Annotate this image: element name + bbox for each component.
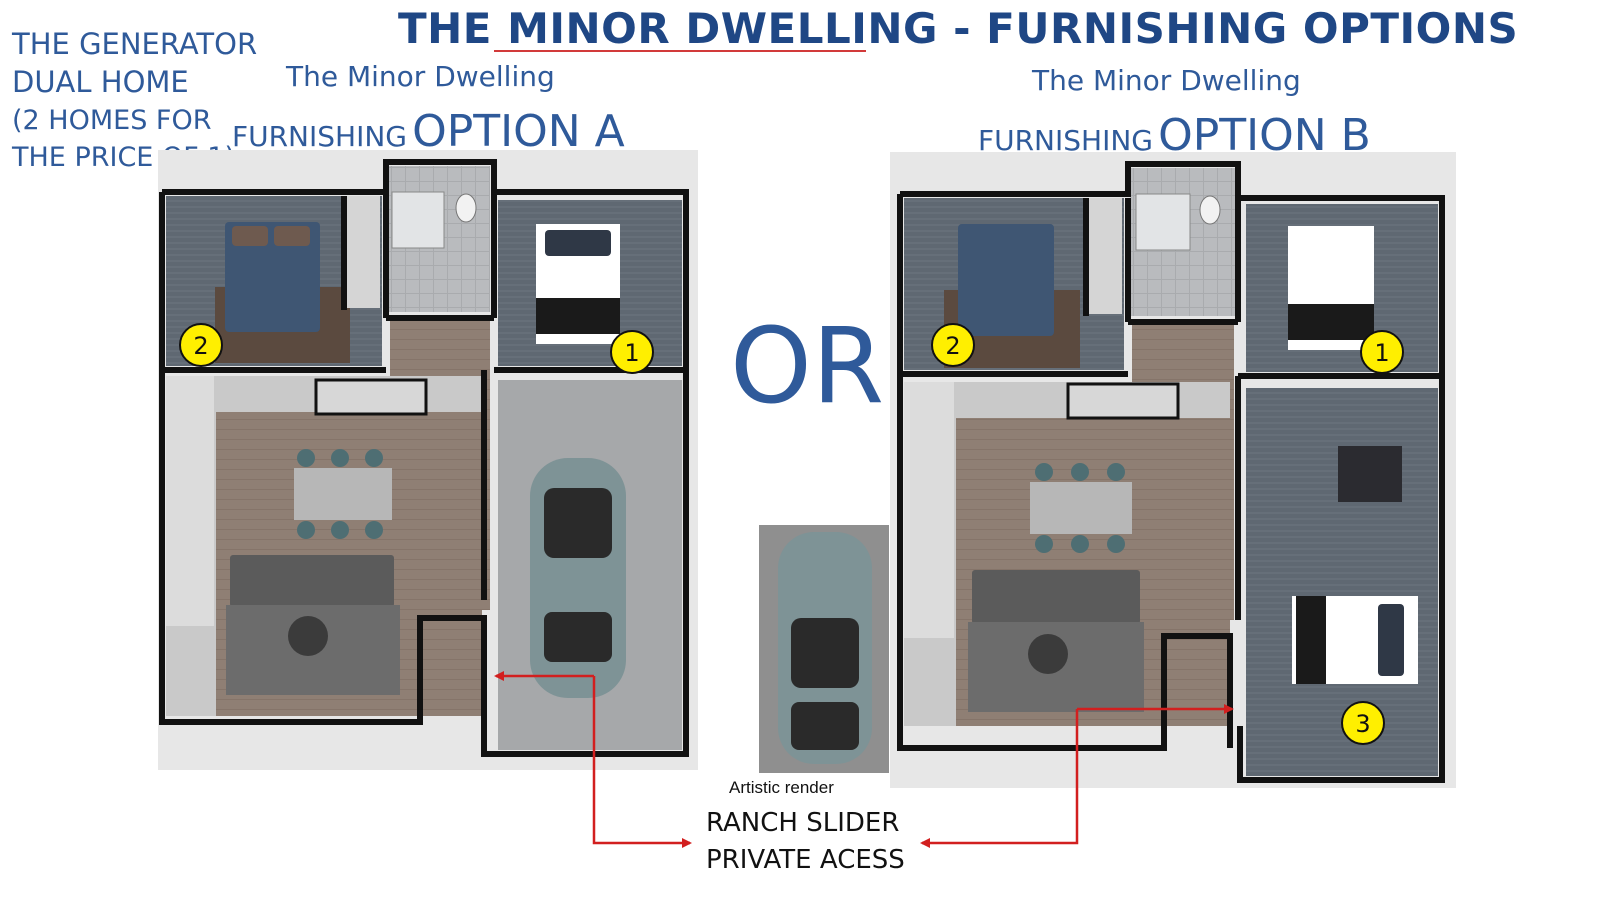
option-a-sofa — [230, 555, 394, 607]
option-a-label: OPTION A — [412, 106, 625, 157]
walls — [897, 161, 1445, 783]
dining-chairs — [1035, 463, 1125, 553]
render-windscreen — [791, 618, 859, 688]
dining-chairs — [297, 449, 383, 539]
option-a-dining-table — [294, 468, 392, 520]
render-caption: Artistic render — [729, 778, 834, 797]
option-a-prefix: FURNISHING — [232, 120, 407, 153]
car-rear-window — [544, 612, 612, 662]
option-b-subtitle: The Minor Dwelling — [1032, 64, 1301, 97]
access-label-line-2: PRIVATE ACESS — [706, 845, 905, 875]
option-b-laundry — [1066, 382, 1180, 420]
option-a-heading: FURNISHING OPTION A — [232, 106, 625, 157]
arrow-to-label-right — [920, 709, 1079, 848]
option-a-laundry — [314, 378, 428, 416]
marker-label: 1 — [624, 339, 639, 367]
marker-label: 2 — [945, 332, 960, 360]
marker-label: 1 — [1374, 339, 1389, 367]
pillows — [545, 230, 611, 256]
left-note-line-1: THE GENERATOR — [12, 27, 258, 61]
left-note-line-3: (2 HOMES FOR — [12, 105, 212, 136]
arrow-to-label-left — [592, 676, 692, 848]
option-b-prefix: FURNISHING — [978, 124, 1153, 157]
bed-throw — [1288, 304, 1374, 340]
marker-label: 3 — [1355, 710, 1370, 738]
pillows — [1378, 604, 1404, 676]
option-b-marker-3: 3 — [1341, 701, 1385, 745]
pillow — [232, 226, 268, 246]
option-a-subtitle: The Minor Dwelling — [286, 60, 555, 93]
option-b-bed-2 — [958, 224, 1054, 336]
or-label: OR — [730, 305, 885, 427]
option-a-floor-plan: 2 1 — [158, 150, 698, 770]
title-underline — [494, 50, 866, 52]
option-b-sofa — [972, 570, 1140, 624]
bed-throw — [1296, 596, 1326, 684]
access-label-line-1: RANCH SLIDER — [706, 808, 900, 838]
pillow — [274, 226, 310, 246]
coffee-table — [1028, 634, 1068, 674]
option-b-dining-table — [1030, 482, 1132, 534]
walls — [159, 159, 689, 757]
marker-label: 2 — [193, 332, 208, 360]
render-rear-window — [791, 702, 859, 750]
left-note-line-2: DUAL HOME — [12, 65, 189, 99]
option-b-marker-2: 2 — [931, 323, 975, 367]
option-b-floor-plan: 2 1 3 — [890, 152, 1456, 788]
bed-throw — [536, 298, 620, 334]
option-b-kitchen-bench — [904, 382, 954, 638]
page-title: THE MINOR DWELLING - FURNISHING OPTIONS — [398, 4, 1519, 53]
option-a-marker-1: 1 — [610, 330, 654, 374]
shower — [1135, 193, 1191, 251]
toilet-icon — [455, 193, 477, 223]
option-b-wardrobe — [1088, 198, 1122, 314]
artistic-car-render — [759, 525, 889, 773]
access-arrows — [494, 671, 1234, 848]
option-a-kitchen-bench — [166, 376, 214, 626]
option-a-bed-2 — [225, 222, 320, 332]
shower — [391, 191, 445, 249]
option-a-marker-2: 2 — [179, 323, 223, 367]
option-a-coffee-table — [288, 616, 328, 656]
toilet-icon — [1199, 195, 1221, 225]
option-b-dining-set — [1338, 446, 1402, 502]
option-a-wardrobe — [346, 196, 380, 308]
option-b-marker-1: 1 — [1360, 330, 1404, 374]
car-windscreen — [544, 488, 612, 558]
